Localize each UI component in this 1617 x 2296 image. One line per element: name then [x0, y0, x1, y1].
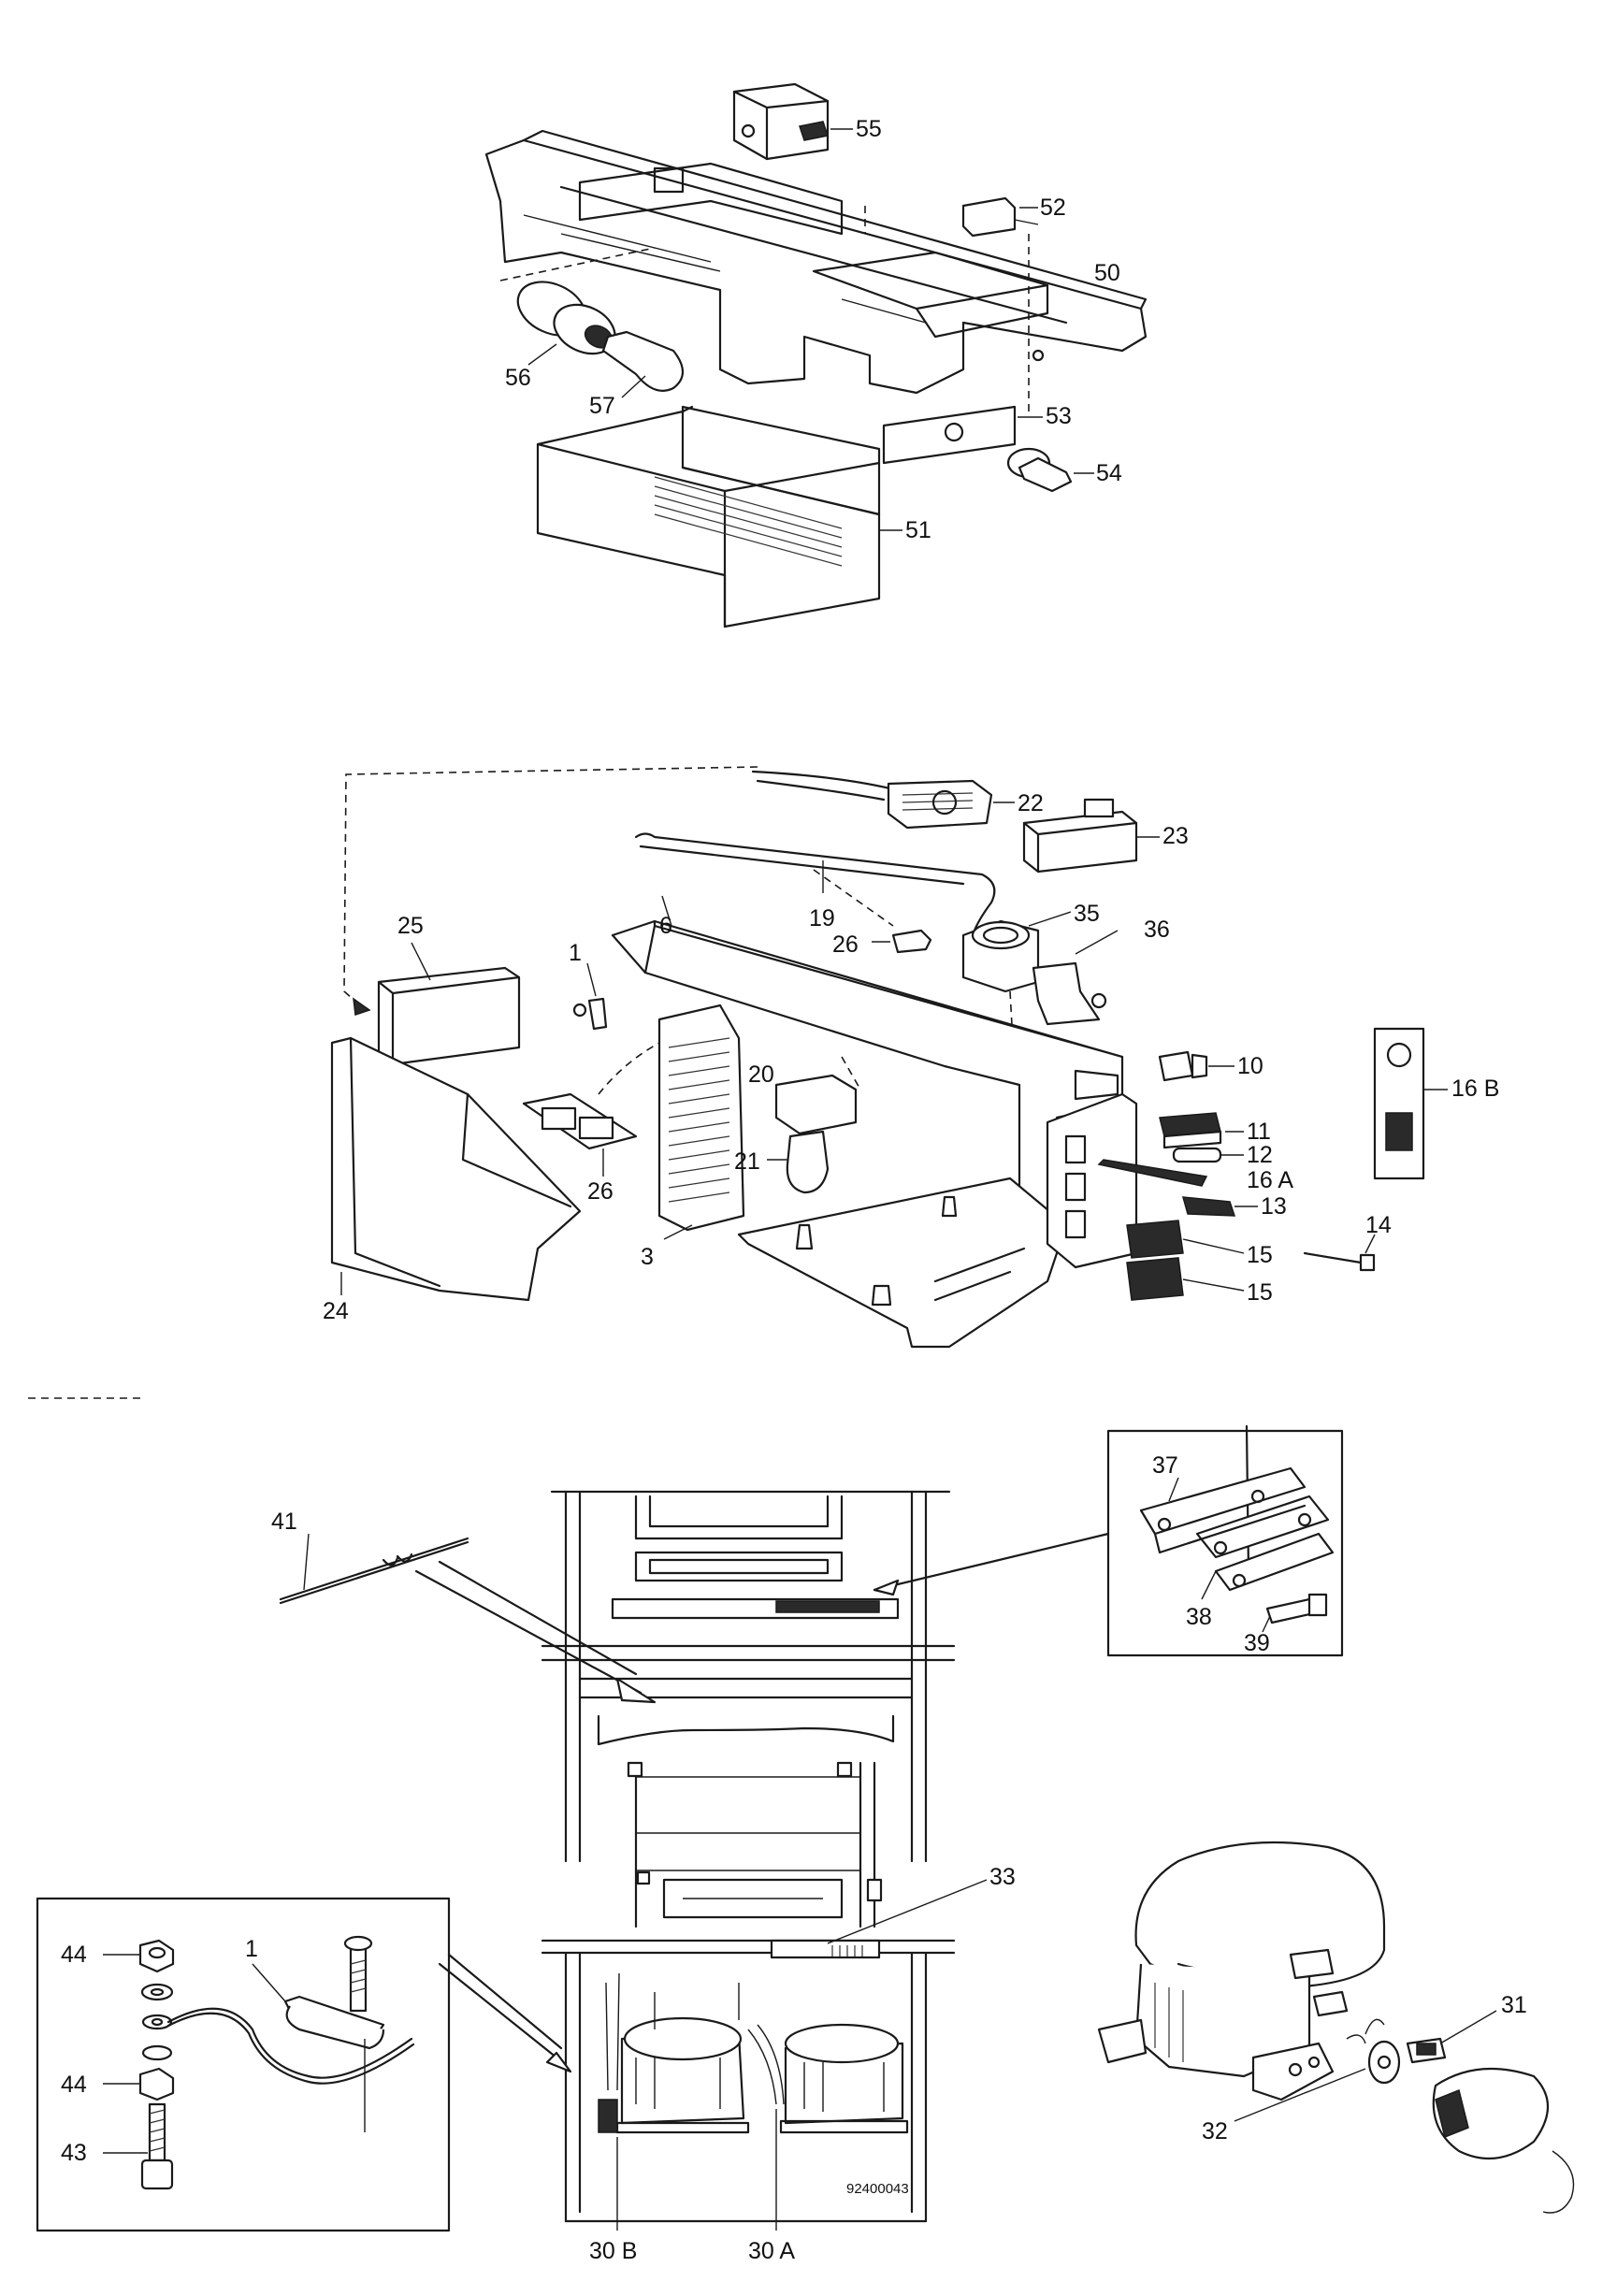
label-part-12: 12: [1247, 1142, 1273, 1168]
part-15-switch-lower: [1126, 1257, 1245, 1301]
label-part-16a: 16 A: [1247, 1167, 1293, 1193]
label-part-52: 52: [1040, 195, 1066, 221]
part-30a-compressor: [747, 2023, 909, 2231]
cabinet-outline: [541, 1490, 956, 2223]
part-55-switch-block: [732, 82, 853, 161]
section-cabinet-rear: 41 37 38 39 33 44 1 44 43 30 B 30 A 31 3…: [36, 1424, 1575, 2264]
label-part-56: 56: [505, 365, 531, 391]
section-top-housing: 55 52 50 56 57 53 54 51: [484, 82, 1148, 628]
label-part-38: 38: [1186, 1604, 1212, 1630]
label-part-11: 11: [1247, 1119, 1271, 1145]
part-22-wiring: [751, 770, 1015, 830]
pipework: [654, 1983, 740, 2029]
part-12-fuse: [1172, 1147, 1244, 1163]
label-part-1-detail: 1: [245, 1936, 258, 1962]
part-24-cover: [330, 1036, 582, 1302]
label-part-22: 22: [1018, 790, 1044, 816]
label-part-50: 50: [1094, 260, 1120, 286]
detail-mounting-bolt: [36, 1897, 572, 2232]
label-part-19: 19: [809, 905, 835, 931]
part-33-drip-tray: [770, 1879, 988, 1959]
part-36-bracket: [1032, 930, 1119, 1026]
part-16b-plate: [1373, 1027, 1448, 1180]
part-30b-compressor: [598, 1972, 750, 2231]
label-part-33: 33: [989, 1864, 1016, 1890]
label-part-41: 41: [271, 1509, 297, 1535]
label-part-51: 51: [905, 517, 931, 543]
label-part-44-upper: 44: [61, 1942, 87, 1968]
label-part-43: 43: [61, 2140, 87, 2166]
part-10-lamp-socket: [1158, 1050, 1234, 1082]
part-26-circuit-board: [522, 1028, 693, 1177]
part-53-panel: [882, 405, 1043, 465]
part-52-connector: [961, 196, 1039, 238]
label-part-20: 20: [748, 1061, 774, 1088]
part-compressor-detail: [1097, 1841, 1575, 2214]
drawing-code: 92400043: [846, 2181, 909, 2197]
detail-frame-brackets: [1106, 1429, 1344, 1657]
label-part-24: 24: [323, 1298, 349, 1324]
part-1-clip: [572, 962, 608, 1031]
freezer-condenser: [611, 1495, 900, 1620]
label-part-54: 54: [1096, 460, 1122, 486]
part-15-switch-upper: [1126, 1220, 1245, 1259]
label-part-57: 57: [589, 393, 615, 419]
part-14-screw: [1303, 1234, 1376, 1272]
part-57-bulb: [601, 330, 685, 398]
part-26-clip-upper: [872, 929, 932, 954]
label-part-3: 3: [641, 1244, 654, 1270]
label-part-32: 32: [1202, 2118, 1228, 2144]
part-56-lamp-holder: [516, 281, 616, 366]
label-part-30a: 30 A: [748, 2238, 795, 2264]
part-3-frame: [657, 1004, 745, 1240]
label-part-26-upper: 26: [832, 931, 859, 958]
part-11-switch: [1159, 1112, 1244, 1149]
label-part-37: 37: [1152, 1452, 1178, 1479]
label-part-55: 55: [856, 116, 882, 142]
label-part-30b: 30 B: [589, 2238, 637, 2264]
section-middle-electrical: 22 23 19 25 6 1 26 35 36 10 16 B 20 11 1…: [323, 766, 1499, 1349]
label-part-16b: 16 B: [1451, 1076, 1499, 1102]
part-51-drawer: [536, 405, 902, 628]
detail-frame-bolt: [36, 1897, 451, 2232]
part-13-switch: [1181, 1196, 1258, 1217]
part-41-probe: [279, 1533, 657, 1704]
label-part-53: 53: [1046, 403, 1072, 429]
label-part-1-upper: 1: [569, 940, 582, 966]
label-part-23: 23: [1162, 823, 1189, 849]
base-plate: [737, 1177, 1068, 1349]
label-part-6: 6: [659, 913, 672, 939]
part-20-relay: [774, 1056, 861, 1135]
label-part-14: 14: [1365, 1212, 1392, 1238]
label-part-10: 10: [1237, 1053, 1263, 1079]
label-part-21: 21: [734, 1148, 760, 1175]
label-part-26-lower: 26: [587, 1178, 614, 1205]
label-part-39: 39: [1244, 1630, 1270, 1656]
part-54-knob: [1006, 447, 1094, 493]
part-21-bulb: [767, 1130, 830, 1194]
detail-mounting-brackets: [873, 1424, 1344, 1657]
part-25-block: [377, 942, 521, 1066]
label-part-25: 25: [397, 913, 424, 939]
label-part-44-lower: 44: [61, 2072, 87, 2098]
fridge-condenser: [597, 1714, 895, 1928]
label-part-35: 35: [1074, 901, 1100, 927]
label-part-15-lower: 15: [1247, 1279, 1273, 1306]
part-23-box: [1022, 798, 1160, 874]
label-part-15-upper: 15: [1247, 1242, 1273, 1268]
label-part-36: 36: [1144, 917, 1170, 943]
label-part-13: 13: [1261, 1193, 1287, 1220]
label-part-31: 31: [1501, 1992, 1527, 2018]
part-50-housing: [484, 129, 1148, 416]
